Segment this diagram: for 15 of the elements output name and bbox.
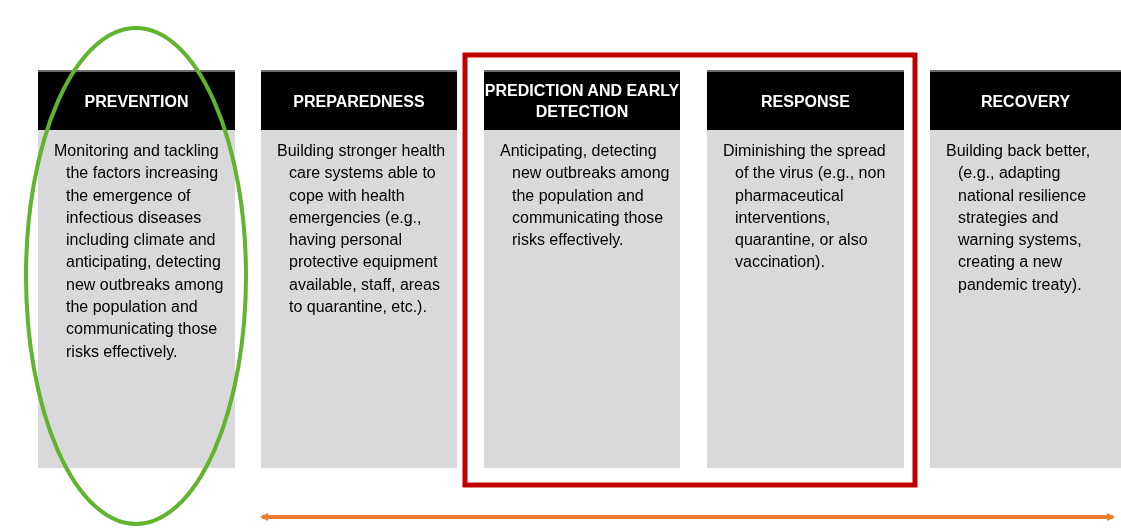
description-text: Building back better, (e.g., adapting national resilience strategies and warning systems, creating a new pandemic treaty). [946, 141, 1092, 295]
column-heading: RECOVERY [980, 91, 1071, 112]
description-text: Anticipating, detecting new outbreaks among the population and communicating those risks effectively. [500, 141, 671, 251]
column-card [38, 70, 235, 468]
description-text: Building stronger health care systems able to cope with health emergencies (e.g., having personal protective equipment available, staff, areas to quarantine, etc.). [277, 141, 447, 318]
column-heading: PREPAREDNESS [293, 91, 425, 112]
column-card [261, 70, 457, 468]
column-card [930, 70, 1121, 468]
description-text: Diminishing the spread of the virus (e.g., non pharmaceutical interventions, quarantine, or also vaccination). [723, 141, 887, 273]
column-heading: PREVENTION [84, 91, 189, 112]
column-heading: RESPONSE [761, 91, 850, 112]
column-card [484, 70, 680, 468]
column-card [707, 70, 904, 468]
column-heading: PREDICTION AND EARLY DETECTION [484, 81, 680, 122]
description-text: Monitoring and tackling the factors increasing the emergence of infectious diseases including climate and anticipating, detecting new outbreaks among the population and communicating those risks effectively. [54, 141, 225, 362]
